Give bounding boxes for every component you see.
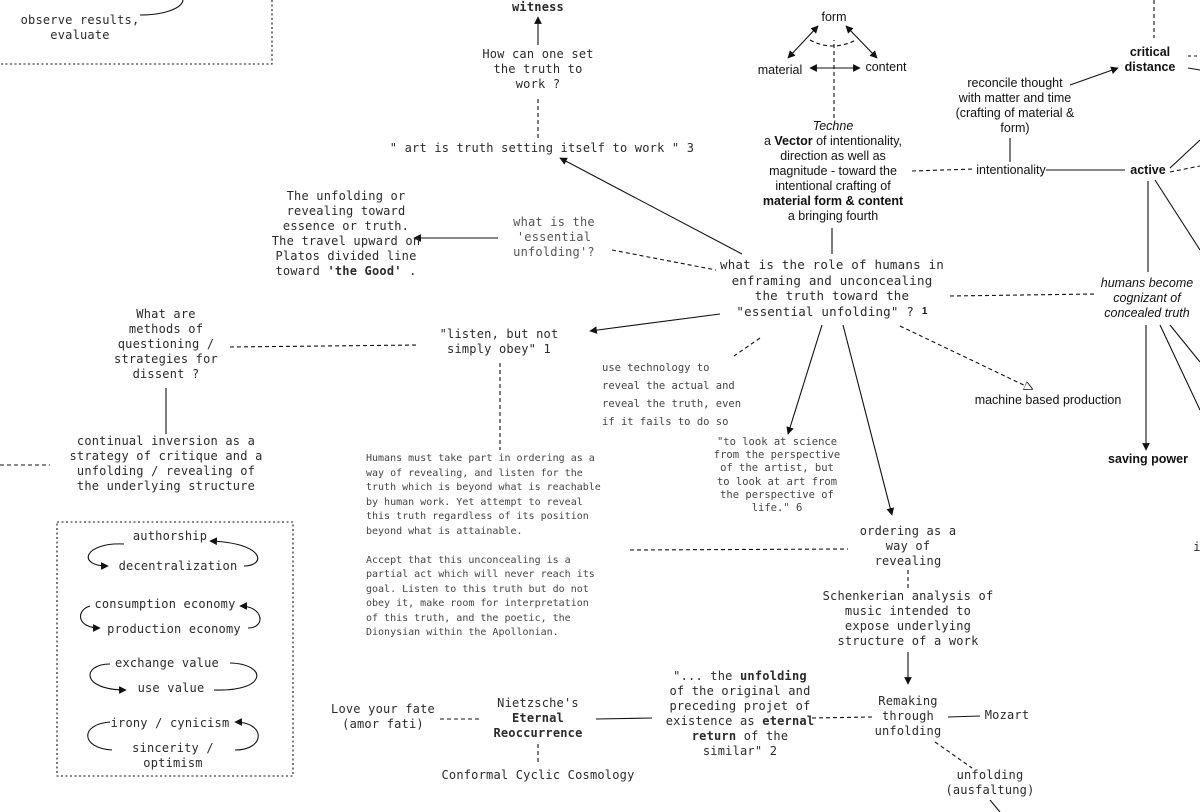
node-unfolding-ausfaltung: unfolding (ausfaltung) — [945, 768, 1035, 797]
node-continual-inversion: continual inversion as a strategy of cri… — [69, 434, 263, 493]
node-techne: Techne a Vector of intentionality, direc… — [738, 119, 928, 224]
node-to-look: "to look at science from the perspective… — [713, 436, 841, 515]
node-listen: "listen, but not simply obey" 1 — [439, 327, 559, 356]
nietzsche-label: Nietzsche's — [497, 696, 579, 710]
the-good-end: . — [401, 264, 417, 278]
pair2-loop-right — [239, 602, 261, 629]
quote-unfolding-4: eternal return — [691, 714, 815, 743]
node-critical-distance: critical distance — [1124, 45, 1176, 74]
edge-quote-nietzsche — [595, 717, 653, 720]
node-form: form — [821, 10, 847, 24]
pair1-loop-left — [87, 543, 125, 570]
form-arc — [809, 39, 857, 47]
edge-central-ordering — [842, 324, 894, 516]
node-observe: observe results, evaluate — [20, 13, 140, 42]
edge-form-material — [787, 25, 819, 59]
node-art-truth: " art is truth setting itself to work " … — [389, 141, 695, 155]
pair3-loop-right — [213, 662, 258, 691]
edge-active-right3 — [1154, 179, 1200, 251]
pair1-loop-right — [209, 537, 259, 567]
edge-active-right — [1169, 139, 1200, 169]
central-question-text: what is the role of humans in enframing … — [719, 257, 945, 319]
node-saving-power: saving power — [1108, 452, 1188, 466]
techne-material-form-content: material form & content — [762, 194, 904, 208]
node-ordering: ordering as a way of revealing — [859, 524, 957, 568]
node-essential-question: what is the 'essential unfolding'? — [513, 215, 595, 259]
edge-humans-right2 — [1169, 324, 1200, 363]
node-witness: witness — [512, 0, 564, 14]
node-central-question: what is the role of humans in enframing … — [712, 257, 952, 319]
node-quote-unfolding: "... the unfolding of the original and p… — [652, 669, 828, 759]
edge-form-content — [845, 25, 878, 59]
node-nietzsche: Nietzsche's Eternal Reoccurrence — [480, 696, 596, 741]
edge-central-machine — [899, 325, 1032, 389]
quote-unfolding-5: of the similar" 2 — [702, 729, 789, 758]
edge-quote-remaking — [811, 716, 873, 719]
node-reconcile: reconcile thought with matter and time (… — [955, 76, 1075, 135]
node-unfolding-revealing: The unfolding or revealing toward essenc… — [258, 189, 434, 279]
techne-bringing-fourth: a bringing fourth — [787, 209, 879, 223]
pair2-bottom: production economy — [107, 622, 241, 636]
edge-central-listen — [589, 313, 721, 334]
edge-central-usetech — [733, 337, 761, 357]
edge-techne-intent — [911, 168, 975, 172]
pair2-top: consumption economy — [94, 597, 236, 611]
node-material: material — [757, 63, 803, 77]
quote-unfolding-3: of the original and preceding projet of … — [665, 684, 811, 728]
node-love-fate: Love your fate (amor fati) — [331, 702, 435, 731]
observe-curve — [139, 0, 184, 16]
pair3-loop-left — [89, 663, 127, 694]
node-use-technology: use technology to reveal the actual and … — [602, 362, 742, 428]
pair4-top: irony / cynicism — [110, 716, 230, 730]
node-schenkerian: Schenkerian analysis of music intended t… — [822, 589, 994, 648]
quote-unfolding-1: "... the — [673, 669, 740, 683]
central-sup: 1 — [921, 305, 928, 317]
node-intentionality: intentionality — [976, 163, 1046, 177]
edge-central-art — [559, 157, 743, 255]
node-active: active — [1130, 163, 1166, 177]
node-content: content — [865, 60, 907, 74]
pair3-top: exchange value — [115, 656, 219, 670]
edge-critical-right — [1187, 67, 1200, 71]
unfolding-revealing-text: The unfolding or revealing toward essenc… — [271, 189, 421, 278]
node-humans-must: Humans must take part in ordering as a w… — [366, 453, 601, 638]
techne-a: a — [763, 134, 775, 148]
pair4-loop-right — [234, 718, 259, 751]
node-machine-production: machine based production — [974, 393, 1122, 407]
pairs-box — [56, 521, 294, 777]
techne-title: Techne — [812, 119, 854, 133]
edge-fragment-text: i — [1193, 540, 1200, 554]
edge-active-right2 — [1169, 165, 1200, 173]
edge-remaking-mozart — [947, 715, 981, 718]
nietzsche-eternal: Eternal Reoccurrence — [493, 711, 583, 740]
quote-unfolding-2: unfolding — [740, 669, 807, 683]
techne-vector: Vector — [774, 134, 813, 148]
edge-remaking-ausf — [934, 741, 973, 769]
edge-humans-ordering — [629, 548, 849, 551]
edge-essential-central — [611, 249, 717, 271]
pair4-bottom: sincerity / optimism — [132, 741, 214, 770]
node-conformal: Conformal Cyclic Cosmology — [441, 768, 635, 782]
node-how-set-truth: How can one set the truth to work ? — [482, 47, 594, 91]
edge-central-humans — [949, 293, 1096, 297]
node-mozart: Mozart — [984, 708, 1030, 722]
node-humans-cognizant: humans become cognizant of concealed tru… — [1100, 276, 1194, 320]
pair1-top: authorship — [132, 529, 208, 543]
node-methods: What are methods of questioning / strate… — [114, 307, 218, 381]
edge-methods-listen — [229, 344, 419, 348]
edge-ausf-down — [989, 799, 1001, 812]
pair3-bottom: use value — [137, 681, 205, 695]
edge-central-look — [786, 324, 823, 435]
pair1-bottom: decentralization — [118, 559, 238, 573]
pair4-loop-left — [87, 721, 113, 751]
observe-box-border — [0, 0, 273, 65]
node-remaking: Remaking through unfolding — [874, 694, 942, 738]
edge-reconcile-critical — [1069, 66, 1119, 86]
edge-humans-right — [1159, 324, 1200, 411]
pair2-loop-left — [80, 605, 101, 632]
techne-rest: of intentionality, direction as well as … — [769, 134, 903, 193]
the-good: 'the Good' — [327, 264, 402, 278]
